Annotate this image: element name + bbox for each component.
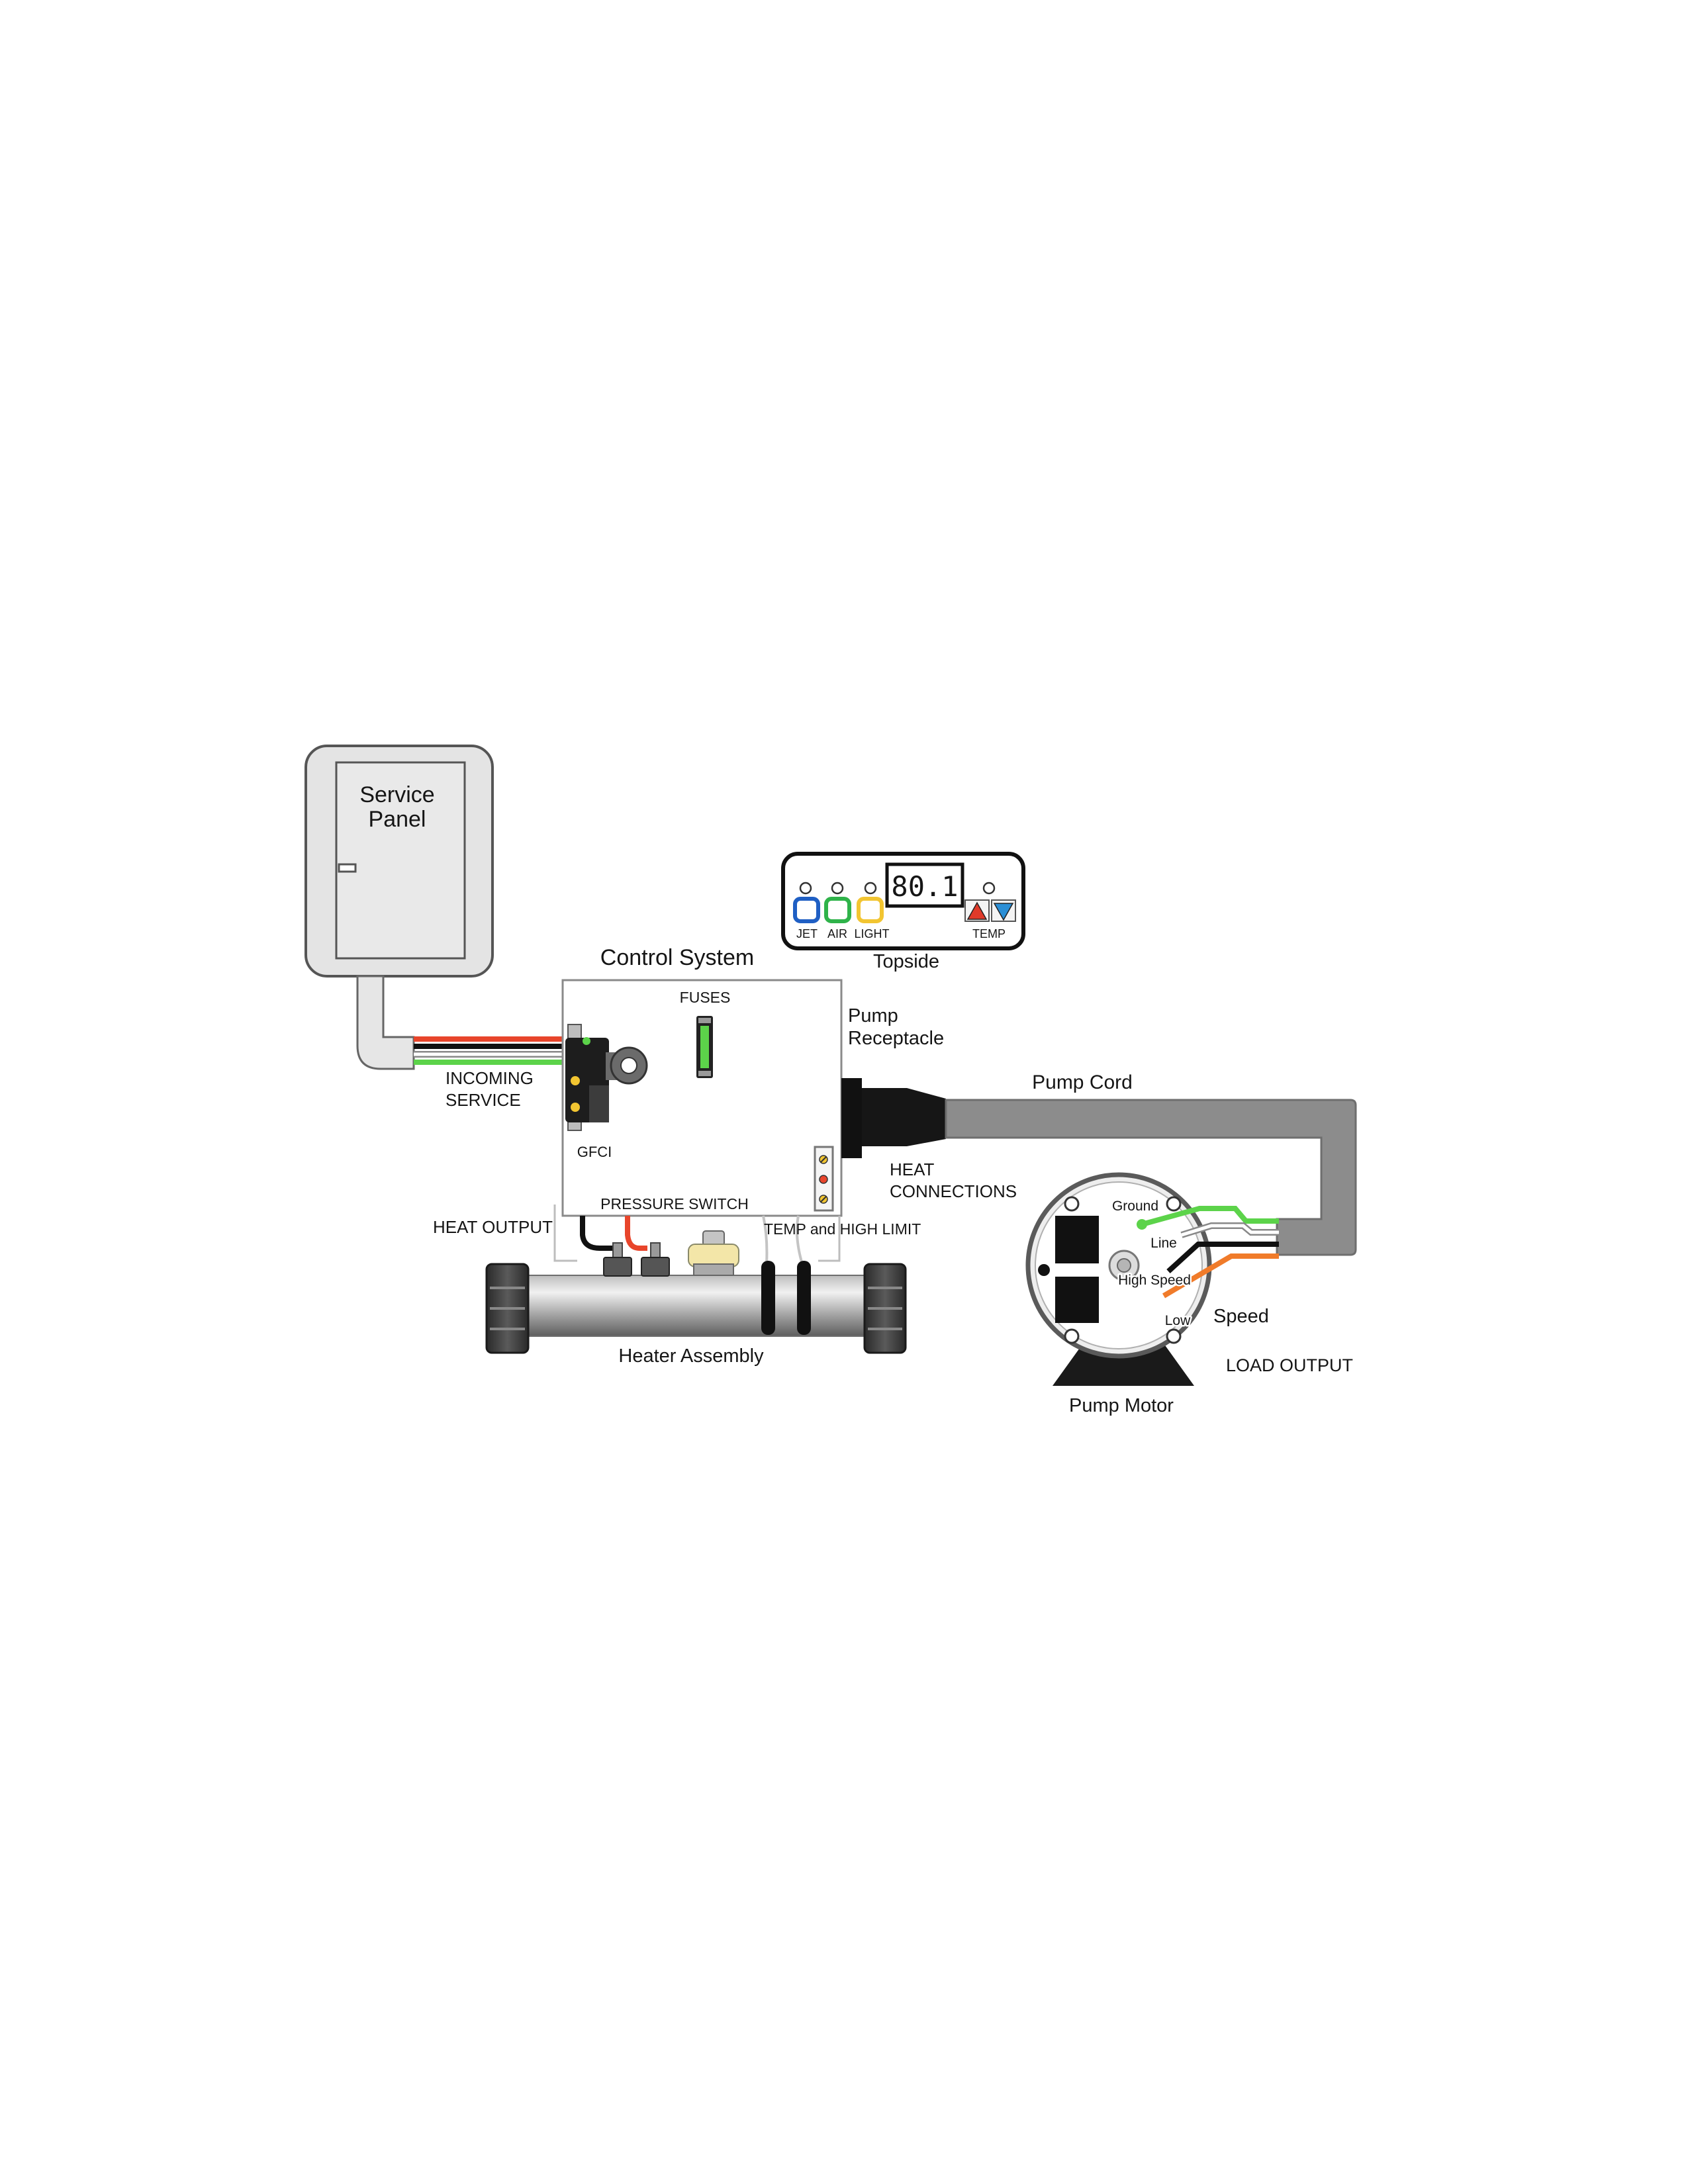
mount-hole-top-left	[1064, 1196, 1080, 1212]
incoming-service-label-line2: SERVICE	[445, 1090, 521, 1110]
topside-title: Topside	[873, 951, 939, 972]
line-label: Line	[1150, 1236, 1177, 1251]
gfci-green-terminal	[583, 1037, 590, 1045]
fuse-element	[700, 1026, 709, 1068]
high-limit-sensor-tube	[796, 1215, 804, 1265]
load-output-wires	[1137, 1206, 1279, 1298]
motor-wire-orange	[1162, 1253, 1279, 1298]
high-limit-sensor-band	[797, 1261, 811, 1335]
heater-tube	[522, 1275, 868, 1337]
terminal-1-slot	[820, 1156, 827, 1163]
service-panel-door	[335, 761, 466, 960]
heater-terminal-stem-1	[612, 1242, 623, 1259]
fuse-cap-top	[698, 1018, 711, 1023]
gfci-ring-hole	[620, 1057, 637, 1074]
jet-button-label: JET	[796, 927, 818, 940]
pressure-switch-label: PRESSURE SWITCH	[600, 1195, 749, 1212]
gfci-lower-block	[589, 1085, 609, 1122]
ground-label: Ground	[1112, 1199, 1158, 1214]
mount-hole-bottom-right	[1166, 1328, 1182, 1344]
temp-indicator-led	[982, 882, 996, 895]
heat-terminal-strip	[814, 1146, 834, 1212]
motor-shaft-center	[1117, 1258, 1131, 1273]
heater-brackets	[553, 1205, 841, 1262]
pump-motor-label: Pump Motor	[1069, 1395, 1174, 1416]
heater-assembly	[485, 1230, 907, 1354]
heater-assembly-label: Heater Assembly	[618, 1345, 764, 1367]
motor-wire-black	[1166, 1242, 1279, 1273]
light-indicator-led	[864, 882, 877, 895]
temp-label: TEMP	[972, 927, 1006, 940]
service-conduit	[356, 975, 415, 1070]
heater-terminal-nut-2	[641, 1257, 670, 1277]
heater-bracket-left	[553, 1205, 577, 1262]
load-output-label: LOAD OUTPUT	[1226, 1355, 1353, 1375]
terminal-3-slot	[820, 1196, 827, 1203]
high-speed-label: High Speed	[1118, 1273, 1191, 1288]
heat-connections-label-line1: HEAT	[890, 1160, 935, 1179]
incoming-service-label-line1: INCOMING	[445, 1068, 534, 1088]
heater-terminal-nut-1	[603, 1257, 632, 1277]
light-button[interactable]	[857, 897, 884, 923]
service-panel: Service Panel	[305, 745, 494, 978]
temp-up-icon	[966, 901, 988, 920]
light-button-label: LIGHT	[854, 927, 889, 940]
low-label: Low	[1165, 1313, 1191, 1328]
temp-down-icon	[993, 903, 1014, 921]
temp-sensor-band	[761, 1261, 775, 1335]
air-indicator-led	[831, 882, 844, 895]
pump-receptacle	[841, 1078, 862, 1158]
service-panel-handle	[338, 863, 357, 873]
air-button-label: AIR	[827, 927, 847, 940]
topside-display-value: 80.1	[891, 870, 958, 903]
motor-indicator-dot	[1038, 1264, 1050, 1276]
pump-receptacle-label-line2: Receptacle	[848, 1028, 944, 1049]
pressure-switch-body	[688, 1244, 739, 1267]
pump-receptacle-label-line1: Pump	[848, 1005, 898, 1026]
gfci-top-tab	[567, 1024, 582, 1040]
fuses-label: FUSES	[680, 989, 731, 1006]
gfci-terminal-1	[571, 1076, 580, 1085]
heat-connections-label-line2: CONNECTIONS	[890, 1181, 1017, 1201]
service-panel-label-line1: Service	[359, 782, 434, 807]
heater-terminal-stem-2	[650, 1242, 661, 1259]
incoming-service-wires	[414, 1036, 564, 1065]
mount-hole-bottom-left	[1064, 1328, 1080, 1344]
heat-output-label: HEAT OUTPUT	[433, 1217, 553, 1237]
mount-hole-top-right	[1166, 1196, 1182, 1212]
pressure-switch-base	[693, 1263, 734, 1276]
jet-button[interactable]	[793, 897, 820, 923]
topside-panel: 80.1 JET AIR LIGHT TEMP	[781, 852, 1025, 950]
speed-label: Speed	[1213, 1306, 1269, 1327]
terminal-2	[819, 1175, 828, 1184]
heat-output-wire-red	[625, 1216, 647, 1251]
motor-capacitor-upper	[1055, 1216, 1099, 1263]
jet-indicator-led	[799, 882, 812, 895]
fuse	[696, 1016, 713, 1078]
pump-motor-base	[1053, 1343, 1194, 1386]
pump-cord-label: Pump Cord	[1032, 1071, 1133, 1093]
air-button[interactable]	[824, 897, 851, 923]
gfci-label: GFCI	[577, 1144, 612, 1160]
temp-high-limit-label: TEMP and HIGH LIMIT	[764, 1220, 921, 1238]
motor-capacitor-lower	[1055, 1277, 1099, 1323]
control-system-title: Control System	[600, 945, 754, 970]
fuse-cap-bottom	[698, 1071, 711, 1076]
gfci	[565, 1024, 648, 1131]
topside-display	[885, 862, 964, 908]
pump-cord-connector	[862, 1088, 946, 1146]
motor-wire-green	[1141, 1206, 1279, 1227]
ground-terminal	[1137, 1219, 1147, 1230]
motor-wire-white	[1181, 1224, 1279, 1237]
heat-output-wire-black	[580, 1216, 612, 1251]
gfci-terminal-2	[571, 1103, 580, 1112]
pressure-switch-knob	[702, 1230, 725, 1246]
temp-sensor-tube-1	[762, 1215, 769, 1265]
heater-bracket-right	[818, 1216, 841, 1262]
service-panel-label-line2: Panel	[369, 807, 426, 832]
